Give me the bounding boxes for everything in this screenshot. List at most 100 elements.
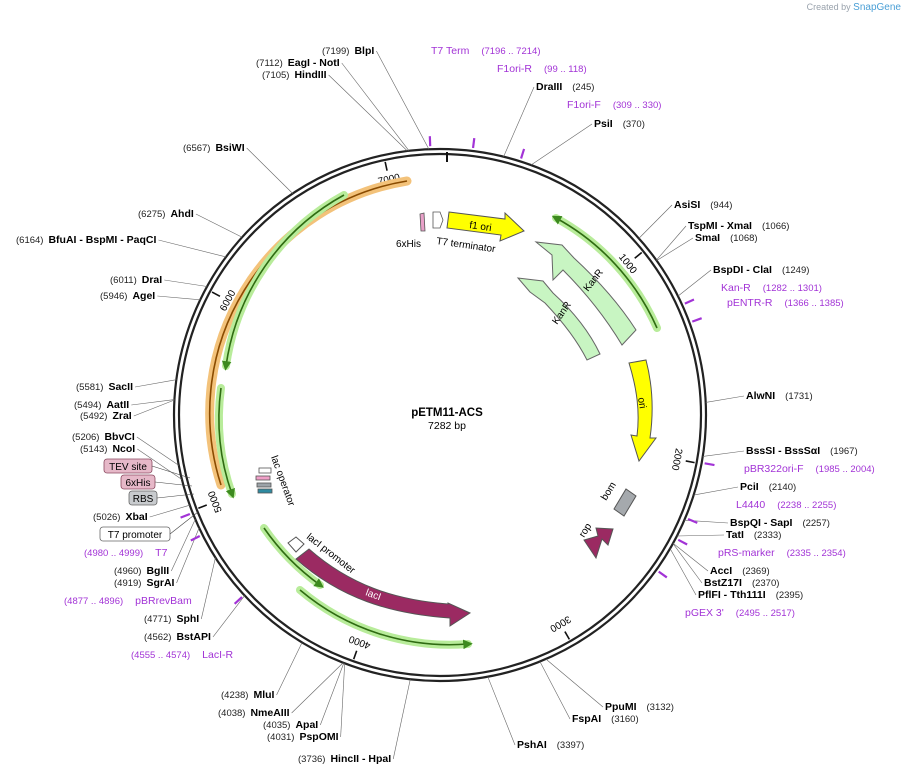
kanr-feature-1 bbox=[534, 241, 637, 346]
site-pcii: PciI(2140) bbox=[740, 481, 796, 493]
primer-pbrrevbam: (4877 .. 4896)pBRrevBam bbox=[64, 595, 192, 607]
site-alwni: AlwNI(1731) bbox=[746, 390, 813, 402]
site-bspdi-clai: BspDI - ClaI(1249) bbox=[713, 264, 809, 276]
site-bstapi: (4562)BstAPI bbox=[144, 631, 211, 643]
site-leader bbox=[656, 237, 694, 261]
tick-mark bbox=[685, 460, 695, 464]
tick-mark bbox=[211, 291, 221, 298]
site-leader bbox=[672, 543, 709, 572]
plasmid-title: pETM11-ACS bbox=[411, 407, 483, 419]
site-bbvci: (5206)BbvCI bbox=[72, 431, 135, 443]
primer-mark bbox=[233, 596, 243, 605]
site-leader bbox=[638, 204, 673, 239]
site-leader bbox=[702, 450, 745, 457]
site-leader bbox=[705, 395, 745, 403]
primer-mark bbox=[687, 518, 698, 524]
site-aatii: (5494)AatII bbox=[74, 399, 129, 411]
rbs-tag-label: RBS bbox=[133, 494, 154, 505]
site-leader bbox=[195, 213, 243, 238]
site-bglii: (4960)BglII bbox=[114, 565, 169, 577]
site-nmeaiii: (4038)NmeAIII bbox=[218, 707, 290, 719]
site-leader bbox=[530, 123, 593, 166]
primer-f1ori-r: F1ori-R(99 .. 118) bbox=[497, 63, 587, 75]
site-bstz17i: BstZ17I(2370) bbox=[704, 577, 779, 589]
orf-green-arc-3-line bbox=[263, 527, 324, 588]
site-leader bbox=[656, 225, 687, 261]
his6-tag-label: 6xHis bbox=[125, 478, 150, 489]
laci-label: lacI bbox=[364, 587, 382, 603]
site-bspqi-sapi: BspQI - SapI(2257) bbox=[730, 517, 830, 529]
site-zrai: (5492)ZraI bbox=[80, 410, 132, 422]
primer-t7-term: T7 Term(7196 .. 7214) bbox=[431, 45, 540, 57]
orf-green-arc-1 bbox=[222, 191, 348, 370]
site-leader bbox=[176, 527, 200, 584]
tag-boxes: TEV site 6xHis RBS T7 promoter bbox=[99, 458, 199, 542]
site-leader bbox=[545, 658, 604, 708]
his6-leader bbox=[154, 481, 193, 487]
tick-mark bbox=[384, 161, 388, 171]
site-leader bbox=[392, 679, 411, 760]
brand-prefix: Created by bbox=[806, 2, 851, 12]
primer-labels: T7 Term(7196 .. 7214) F1ori-R(99 .. 118)… bbox=[64, 45, 875, 661]
site-leader bbox=[539, 661, 571, 720]
primer-mark bbox=[190, 535, 201, 542]
rop-label: rop bbox=[577, 521, 594, 539]
primer-kan-r: Kan-R(1282 .. 1301) bbox=[721, 282, 822, 294]
primer-l4440: L4440(2238 .. 2255) bbox=[736, 499, 836, 511]
snapgene-logo-text: SnapGene bbox=[853, 2, 901, 13]
site-agei: (5946)AgeI bbox=[100, 290, 155, 302]
site-xbai: (5026)XbaI bbox=[93, 511, 148, 523]
laci-feature bbox=[295, 548, 472, 627]
site-pshai: PshAI(3397) bbox=[517, 739, 584, 751]
site-sacii: (5581)SacII bbox=[76, 381, 133, 393]
site-hincii-hpai: (3736)HincII - HpaI bbox=[298, 753, 391, 765]
his6-feature bbox=[419, 212, 426, 232]
snapgene-brand: Created by SnapGene bbox=[807, 2, 901, 13]
primer-pbr322ori-f: pBR322ori-F(1985 .. 2004) bbox=[744, 463, 875, 475]
site-draiii: DraIII(245) bbox=[536, 81, 594, 93]
site-leader-lines bbox=[131, 50, 745, 760]
site-leader bbox=[136, 436, 179, 466]
site-leader bbox=[164, 279, 208, 287]
site-leader bbox=[137, 448, 183, 480]
plasmid-length: 7282 bp bbox=[428, 420, 466, 432]
site-leader bbox=[133, 399, 175, 417]
primer-mark bbox=[471, 137, 476, 149]
site-labels: (7199)BlpI (7112)EagI - NotI (7105)HindI… bbox=[16, 45, 858, 765]
t7-promoter-tag-label: T7 promoter bbox=[108, 530, 163, 541]
site-bfuai: (6164)BfuAI - BspMI - PaqCI bbox=[16, 234, 156, 246]
site-pflfi-tth111i: PflFI - Tth111I(2395) bbox=[698, 589, 803, 601]
site-blpi: (7199)BlpI bbox=[322, 45, 374, 57]
tick-mark bbox=[634, 251, 643, 259]
site-sgrai: (4919)SgrAI bbox=[114, 577, 175, 589]
orf-green-arc-4-line bbox=[299, 589, 473, 650]
primer-mark bbox=[180, 512, 191, 519]
site-leader bbox=[341, 62, 410, 151]
site-leader bbox=[201, 557, 216, 620]
rbs-box bbox=[256, 482, 272, 488]
site-hindiii: (7105)HindIII bbox=[262, 69, 327, 81]
kanr-feature-2 bbox=[516, 277, 601, 361]
f1-ori-feature bbox=[446, 211, 525, 242]
tick-mark bbox=[564, 631, 571, 640]
site-tati: TatI(2333) bbox=[726, 529, 781, 541]
site-leader bbox=[246, 147, 293, 194]
lac-operator-box bbox=[258, 467, 272, 474]
site-apai: (4035)ApaI bbox=[263, 719, 318, 731]
primer-prs-marker: pRS-marker(2335 .. 2354) bbox=[718, 547, 846, 559]
site-smai: SmaI(1068) bbox=[695, 232, 758, 244]
primer-mark bbox=[677, 538, 688, 546]
primer-mark bbox=[658, 570, 668, 579]
site-leader bbox=[149, 504, 190, 518]
primer-f1ori-f: F1ori-F(309 .. 330) bbox=[567, 99, 661, 111]
orf-green-arc-2-line bbox=[218, 387, 235, 499]
site-tspmi-xmai: TspMI - XmaI(1066) bbox=[688, 220, 789, 232]
primer-t7: (4980 .. 4999)T7 bbox=[84, 547, 168, 559]
ori-feature bbox=[628, 359, 657, 463]
site-leader bbox=[672, 543, 703, 584]
ori-label: ori bbox=[635, 397, 648, 410]
site-leader bbox=[376, 50, 430, 150]
primer-mark bbox=[691, 317, 703, 323]
backbone-outer-ring bbox=[172, 147, 708, 683]
